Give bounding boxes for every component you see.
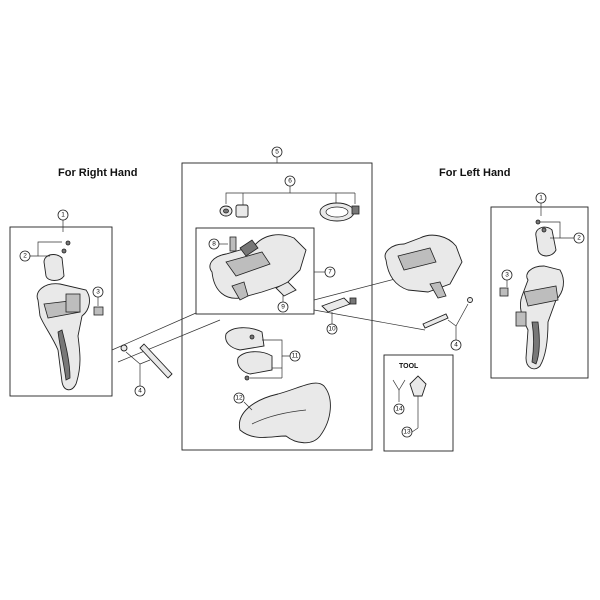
mount-band-right bbox=[120, 343, 173, 379]
svg-text:4: 4 bbox=[138, 388, 142, 395]
svg-text:5: 5 bbox=[275, 149, 279, 156]
left-shift-lever bbox=[515, 226, 564, 370]
tool-frame bbox=[383, 354, 454, 452]
cable-stopper-right bbox=[93, 306, 104, 316]
callout-12: 12 bbox=[233, 392, 245, 404]
main-body bbox=[209, 234, 307, 301]
tool-14 bbox=[392, 379, 406, 402]
callout-1-left: 1 bbox=[535, 192, 547, 204]
inner-body-frame bbox=[195, 227, 315, 315]
callout-6: 6 bbox=[284, 175, 296, 187]
callout-3-left: 3 bbox=[501, 269, 513, 281]
svg-text:8: 8 bbox=[212, 241, 216, 248]
callout-11: 11 bbox=[289, 350, 301, 362]
callout-2-right: 2 bbox=[19, 250, 31, 262]
connector-line bbox=[313, 309, 426, 331]
svg-text:7: 7 bbox=[328, 269, 332, 276]
left-hand-frame bbox=[490, 206, 589, 379]
bracket-cover bbox=[238, 382, 331, 444]
callout-4-right: 4 bbox=[134, 385, 146, 397]
svg-text:12: 12 bbox=[235, 395, 243, 402]
callout-5: 5 bbox=[271, 146, 283, 158]
tool-heading: TOOL bbox=[399, 363, 419, 370]
cable-guide bbox=[321, 297, 357, 313]
callout-9: 9 bbox=[277, 301, 289, 313]
svg-text:6: 6 bbox=[288, 178, 292, 185]
left-body bbox=[384, 234, 463, 299]
callout-8: 8 bbox=[208, 238, 220, 250]
clamp-band bbox=[319, 202, 360, 222]
callout-14: 14 bbox=[393, 403, 405, 415]
cable-stopper-left bbox=[499, 287, 509, 297]
svg-text:3: 3 bbox=[96, 289, 100, 296]
tool-13 bbox=[409, 375, 427, 428]
callout-10: 10 bbox=[326, 323, 338, 335]
svg-text:2: 2 bbox=[23, 253, 27, 260]
svg-text:4: 4 bbox=[454, 342, 458, 349]
svg-text:11: 11 bbox=[292, 353, 299, 360]
right-hand-frame bbox=[9, 226, 113, 397]
callout-2-left: 2 bbox=[573, 232, 585, 244]
connector-line bbox=[117, 319, 221, 363]
callout-3-right: 3 bbox=[92, 286, 104, 298]
lower-cover-parts bbox=[225, 327, 273, 381]
right-hand-heading: For Right Hand bbox=[58, 167, 138, 179]
connector-line bbox=[111, 312, 197, 351]
svg-text:2: 2 bbox=[577, 235, 581, 242]
callout-4-left: 4 bbox=[450, 339, 462, 351]
svg-text:13: 13 bbox=[403, 429, 411, 436]
svg-text:10: 10 bbox=[328, 326, 336, 333]
svg-text:1: 1 bbox=[539, 195, 543, 202]
left-hand-heading: For Left Hand bbox=[439, 167, 511, 179]
svg-text:1: 1 bbox=[61, 212, 65, 219]
right-shift-lever bbox=[36, 254, 90, 391]
callout-1-right: 1 bbox=[57, 209, 69, 221]
svg-text:3: 3 bbox=[505, 272, 509, 279]
callout-13: 13 bbox=[401, 426, 413, 438]
mount-band-left bbox=[422, 297, 473, 329]
spring-part bbox=[275, 281, 297, 297]
svg-text:14: 14 bbox=[395, 406, 403, 413]
lever-screw-left bbox=[535, 219, 547, 233]
clamp-bolt bbox=[219, 204, 249, 218]
callout-7: 7 bbox=[324, 266, 336, 278]
svg-text:9: 9 bbox=[281, 304, 285, 311]
lever-screw-right bbox=[61, 240, 71, 254]
